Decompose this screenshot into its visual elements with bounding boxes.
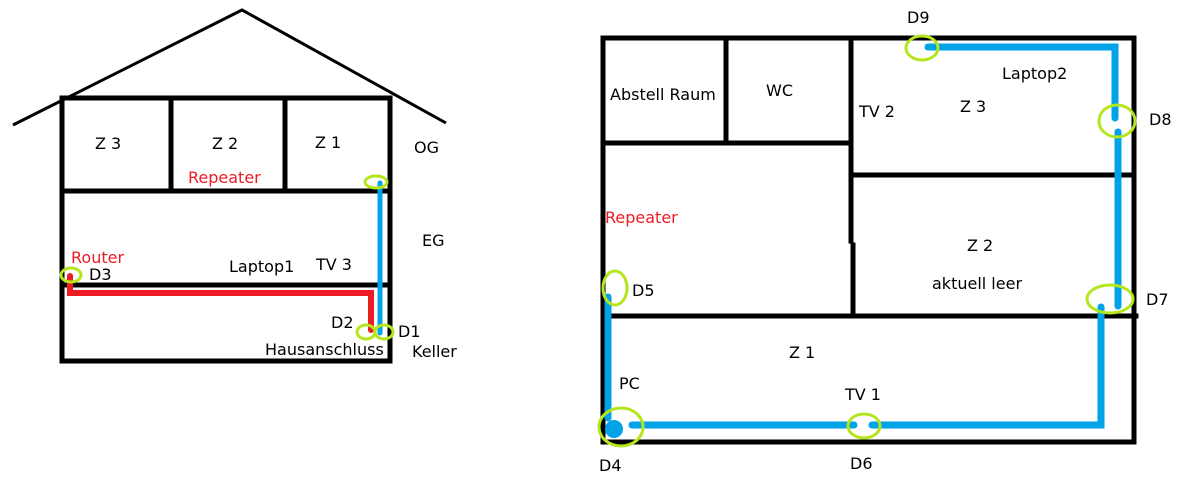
- room-abstell-label: Abstell Raum: [610, 85, 716, 104]
- socket-marker-d9: [904, 34, 940, 62]
- room-wc-label: WC: [766, 81, 793, 100]
- socket-marker-d4: [597, 406, 645, 448]
- room-z2-label: Z 2: [212, 134, 238, 153]
- floorplan-outline: [600, 35, 1137, 445]
- pc-label: PC: [619, 374, 640, 393]
- floor-keller-label: Keller: [412, 342, 457, 361]
- socket-marker-d6: [846, 412, 882, 440]
- router-cable-d2-d3: [67, 273, 374, 333]
- socket-marker-d1: [373, 323, 395, 341]
- socket-d2-label: D2: [331, 313, 354, 332]
- roof: [12, 8, 447, 127]
- socket-d9-label: D9: [907, 8, 930, 27]
- socket-d5-label: D5: [632, 281, 655, 300]
- room-z3-label: Z 3: [95, 134, 121, 153]
- router-label: Router: [71, 248, 124, 267]
- socket-d4-label: D4: [599, 456, 622, 475]
- repeater-label: Repeater: [605, 208, 678, 227]
- room-z2-label: Z 2: [967, 236, 993, 255]
- lan-cable-d9-d8: [924, 43, 1119, 122]
- socket-d1-label: D1: [398, 322, 421, 341]
- laptop2-label: Laptop2: [1002, 64, 1067, 83]
- house-section: Z 3 Z 2 Z 1 OG Repeater EG Router D3 Lap…: [12, 8, 457, 364]
- socket-marker-d3: [59, 266, 83, 284]
- floor-plan: Abstell Raum WC TV 2 Z 3 Laptop2 D9 D8 R…: [597, 8, 1172, 475]
- socket-d6-label: D6: [850, 454, 873, 473]
- socket-marker-d8: [1097, 103, 1137, 139]
- hausanschluss-label: Hausanschluss: [265, 340, 384, 359]
- floor-eg-label: EG: [422, 231, 445, 250]
- pc-socket-dot: [605, 420, 623, 438]
- room-z3-label: Z 3: [960, 97, 986, 116]
- socket-d3-label: D3: [89, 265, 112, 284]
- socket-marker-og: [363, 174, 389, 190]
- house-outline: [59, 95, 393, 364]
- tv1-label: TV 1: [844, 385, 881, 404]
- lan-cable-d7-d6: [868, 303, 1105, 429]
- room-z1-label: Z 1: [315, 133, 341, 152]
- socket-d8-label: D8: [1149, 110, 1172, 129]
- socket-marker-d5: [601, 269, 629, 307]
- socket-marker-d7: [1085, 283, 1135, 315]
- laptop1-label: Laptop1: [229, 257, 294, 276]
- tv3-label: TV 3: [315, 255, 352, 274]
- room-z2-note: aktuell leer: [932, 274, 1022, 293]
- socket-d7-label: D7: [1146, 290, 1169, 309]
- repeater-label: Repeater: [188, 168, 261, 187]
- room-z1-label: Z 1: [789, 343, 815, 362]
- floor-og-label: OG: [414, 138, 439, 157]
- tv2-label: TV 2: [858, 102, 895, 121]
